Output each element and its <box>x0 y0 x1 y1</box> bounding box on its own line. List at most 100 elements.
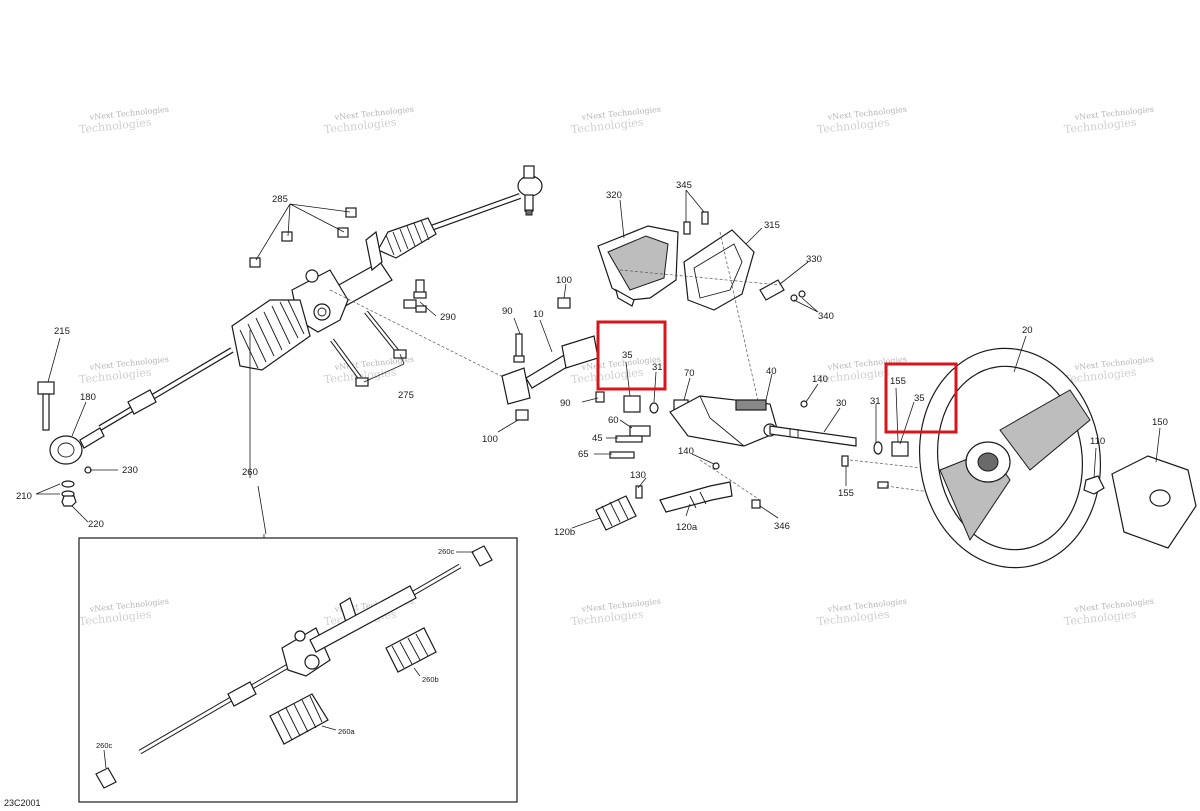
label-315: 315 <box>764 220 780 231</box>
assembly-120a <box>659 481 733 513</box>
label-31-right: 31 <box>870 396 881 407</box>
leader-lines <box>35 189 1161 535</box>
label-20: 20 <box>1022 325 1033 336</box>
steering-shaft-30 <box>769 425 857 447</box>
label-30: 30 <box>836 398 847 409</box>
label-110: 110 <box>1090 436 1105 447</box>
label-45: 45 <box>592 433 603 444</box>
intermediate-shaft <box>501 297 605 421</box>
label-340: 340 <box>818 311 834 322</box>
screw-345-a <box>683 221 691 235</box>
label-120b: 120b <box>554 527 575 538</box>
label-330: 330 <box>806 254 822 265</box>
boot-260a <box>269 693 329 745</box>
inset-rack-subassembly: 260c 260b 260a 260c <box>78 534 518 803</box>
label-260c-top: 260c <box>438 547 455 556</box>
label-260a: 260a <box>338 727 356 736</box>
nut-110 <box>1083 475 1105 495</box>
label-60: 60 <box>608 415 619 426</box>
tie-rod-end-right <box>517 165 543 216</box>
screw-155-a <box>841 455 849 467</box>
nut-220 <box>61 495 77 507</box>
nut-346 <box>751 499 761 509</box>
label-346: 346 <box>774 521 790 532</box>
label-275: 275 <box>398 390 414 401</box>
washer-210-a <box>61 480 75 488</box>
shroud-320 <box>597 225 679 307</box>
callout-labels: 285 290 275 215 180 230 210 220 260 100 … <box>16 180 1168 538</box>
screw-345-b <box>701 211 709 225</box>
bracket-330 <box>759 279 806 302</box>
boot-260b <box>385 627 437 673</box>
label-345: 345 <box>676 180 692 191</box>
label-285: 285 <box>272 194 288 205</box>
shroud-315 <box>683 229 755 311</box>
bushing-285-a <box>345 207 357 218</box>
label-260: 260 <box>242 467 258 478</box>
label-130: 130 <box>630 470 646 481</box>
label-100-bottom: 100 <box>482 434 498 445</box>
label-90-bottom: 90 <box>560 398 571 409</box>
bolt-130 <box>635 485 643 499</box>
pinion-housing <box>291 230 383 333</box>
label-320: 320 <box>606 190 622 201</box>
label-155-bottom: 155 <box>838 488 854 499</box>
bolt-140-bottom <box>712 462 720 470</box>
sleeve-260c-top <box>471 545 493 567</box>
bushing-285-b <box>337 227 349 238</box>
label-180: 180 <box>80 392 96 403</box>
bolt-90-top <box>515 333 523 359</box>
part-45 <box>615 435 643 443</box>
ring-31-left <box>649 402 659 414</box>
boot-left <box>231 299 311 371</box>
steering-rack-assembly <box>37 165 543 507</box>
part-60 <box>629 425 651 437</box>
highlight-box-left <box>596 320 667 391</box>
label-35-right: 35 <box>914 393 925 404</box>
bushing-285-c <box>281 231 293 242</box>
ring-31-right <box>873 441 883 455</box>
label-210: 210 <box>16 491 32 502</box>
label-70: 70 <box>684 368 695 379</box>
bushing-285-d <box>249 257 261 268</box>
label-220: 220 <box>88 519 104 530</box>
tie-rod-end-left <box>49 427 105 465</box>
boot-right <box>377 217 437 259</box>
bolt-140-top <box>800 400 808 408</box>
label-100-top: 100 <box>556 275 572 286</box>
bolts-290 <box>403 279 427 313</box>
label-140-top: 140 <box>812 374 828 385</box>
label-35-left: 35 <box>622 350 633 361</box>
label-150: 150 <box>1152 417 1168 428</box>
label-155-top: 155 <box>890 376 906 387</box>
label-260c-bottom: 260c <box>96 741 113 750</box>
bearing-35-left <box>623 395 641 413</box>
bearing-35-right <box>891 441 909 457</box>
steering-wheel-20 <box>918 347 1102 569</box>
nut-100-bottom <box>515 409 529 421</box>
label-40: 40 <box>766 366 777 377</box>
bolt-90-bottom <box>595 391 605 403</box>
label-10: 10 <box>533 309 544 320</box>
label-120a: 120a <box>676 522 698 533</box>
label-260b: 260b <box>422 675 439 684</box>
column-bearings <box>609 395 689 459</box>
bolt-215 <box>37 381 55 431</box>
steering-column-40 <box>669 395 779 447</box>
label-31-left: 31 <box>652 362 663 373</box>
boot-120b <box>595 495 637 531</box>
nut-100-top <box>557 297 571 309</box>
sleeve-260c-bottom <box>95 767 117 789</box>
label-215: 215 <box>54 326 70 337</box>
label-90-top: 90 <box>502 306 513 317</box>
label-65: 65 <box>578 449 589 460</box>
label-230: 230 <box>122 465 138 476</box>
diagram-code: 23C2001 <box>4 798 41 808</box>
label-140-bottom: 140 <box>678 446 694 457</box>
inset-frame <box>78 537 518 803</box>
bolt-65 <box>609 451 635 459</box>
screw-155-b <box>877 481 889 489</box>
label-290: 290 <box>440 312 456 323</box>
cap-150 <box>1111 455 1197 549</box>
